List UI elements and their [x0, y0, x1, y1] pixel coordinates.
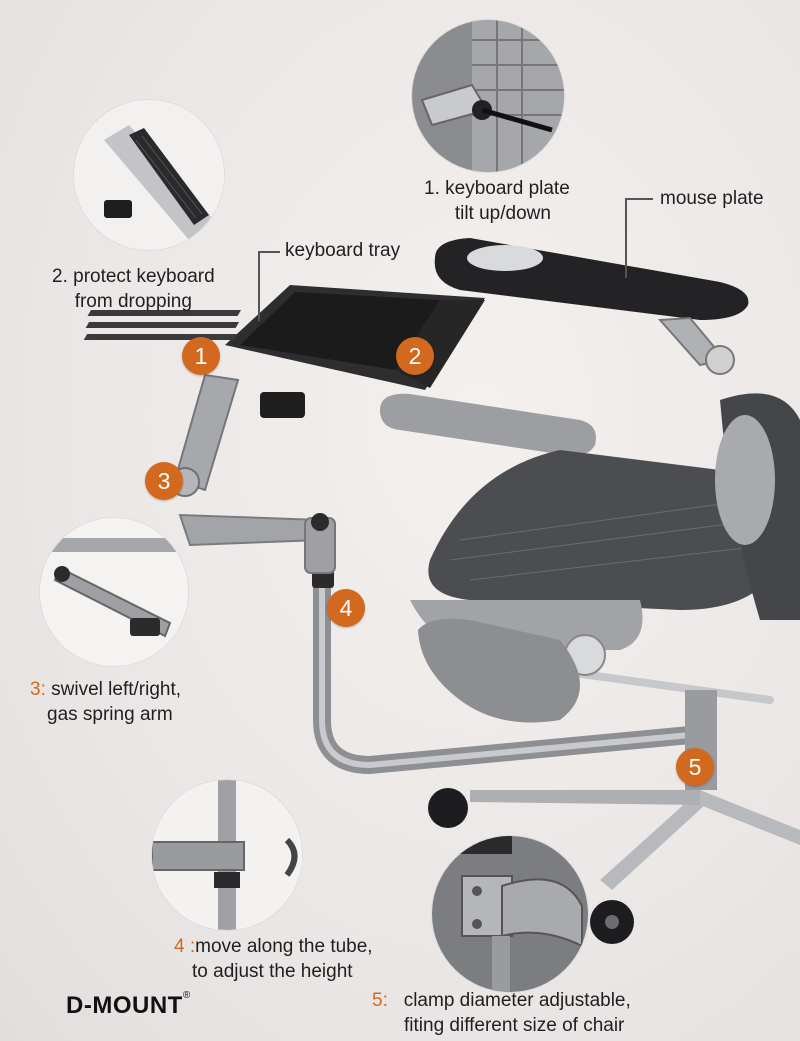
label-keyboard-tray: keyboard tray — [285, 240, 401, 261]
badge-2: 2 — [396, 337, 434, 375]
inset-tilt-mechanism — [412, 20, 564, 172]
badge-3: 3 — [145, 462, 183, 500]
label-tube: 4 :move along the tube, to adjust the he… — [174, 936, 373, 982]
leader-keyboard-tray-drop — [258, 251, 260, 321]
leader-mouse-plate-drop — [625, 198, 627, 278]
leader-keyboard-tray — [258, 251, 280, 253]
badge-1: 1 — [182, 337, 220, 375]
keyboard-illustration — [74, 100, 224, 250]
inset-clamp — [432, 836, 588, 992]
swivel-number: 3: — [30, 679, 46, 700]
registered-mark: ® — [182, 990, 191, 1001]
clamp-closeup-illustration — [432, 836, 588, 992]
label-mouse-plate: mouse plate — [660, 188, 764, 209]
label-clamp: 5: clamp diameter adjustable, fiting dif… — [372, 990, 631, 1036]
tube-number: 4 : — [174, 936, 196, 957]
gas-spring-illustration — [40, 518, 188, 666]
inset-gas-spring-arm — [40, 518, 188, 666]
inset-tube-height — [152, 780, 302, 930]
tilt-closeup-illustration — [412, 20, 564, 172]
label-swivel: 3: swivel left/right, gas spring arm — [30, 679, 182, 725]
brand-logo: D-MOUNT® — [66, 990, 191, 1019]
inset-keyboard-protect — [74, 100, 224, 250]
label-tilt: 1. keyboard plate tilt up/down — [424, 178, 570, 224]
tube-closeup-illustration — [152, 780, 302, 930]
badge-4: 4 — [327, 589, 365, 627]
clamp-number: 5: — [372, 990, 388, 1011]
label-protect: 2. protect keyboard from dropping — [52, 266, 215, 312]
leader-mouse-plate — [625, 198, 653, 200]
badge-5: 5 — [676, 748, 714, 786]
